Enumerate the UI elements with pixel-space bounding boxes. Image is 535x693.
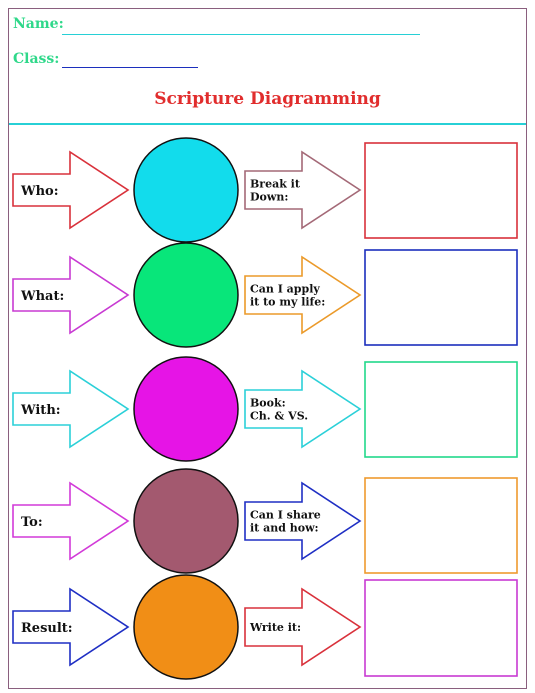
right-arrow (244, 481, 362, 561)
left-arrow-label: Result: (21, 621, 73, 636)
page-title: Scripture Diagramming (154, 89, 381, 109)
left-arrow-label: To: (21, 515, 43, 530)
right-arrow (244, 150, 362, 230)
right-arrow-label: Down: (250, 191, 288, 204)
category-circle (133, 468, 239, 574)
right-arrow-label: Can I apply (250, 283, 320, 296)
name-label: Name: (13, 16, 64, 32)
category-circle (133, 356, 239, 462)
answer-box[interactable] (364, 361, 518, 458)
name-field-line[interactable] (62, 34, 420, 35)
right-arrow-label: Can I share (250, 509, 321, 522)
left-arrow-label: With: (20, 403, 61, 418)
page-frame (8, 8, 527, 689)
category-circle (133, 137, 239, 243)
header-divider (9, 123, 526, 125)
right-arrow-label: Break it (250, 178, 301, 191)
right-arrow-label: Write it: (249, 621, 301, 634)
left-arrow-label: Who: (20, 184, 59, 199)
answer-box[interactable] (364, 249, 518, 346)
left-arrow (12, 481, 130, 561)
left-arrow (12, 587, 130, 667)
right-arrow-label: Book: (250, 397, 286, 410)
category-circle (133, 574, 239, 680)
left-arrow (12, 150, 130, 230)
class-field-line[interactable] (62, 67, 198, 68)
class-label: Class: (13, 51, 60, 67)
category-circle (133, 242, 239, 348)
left-arrow (12, 369, 130, 449)
right-arrow-label: Ch. & VS. (250, 410, 308, 423)
answer-box[interactable] (364, 142, 518, 239)
answer-box[interactable] (364, 477, 518, 574)
diagram-row: With: Book:Ch. & VS. (12, 356, 518, 462)
right-arrow (244, 255, 362, 335)
left-arrow-label: What: (20, 289, 64, 304)
diagram-row: Result: Write it: (12, 574, 518, 680)
right-arrow-label: it to my life: (250, 296, 325, 309)
right-arrow (244, 369, 362, 449)
left-arrow (12, 255, 130, 335)
answer-box[interactable] (364, 579, 518, 677)
right-arrow-label: it and how: (250, 522, 319, 535)
right-arrow (244, 587, 362, 667)
